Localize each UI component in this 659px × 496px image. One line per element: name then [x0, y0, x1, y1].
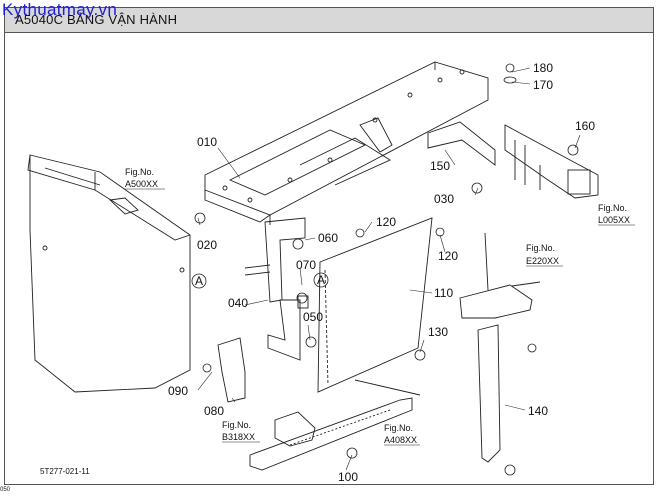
bar-140	[477, 324, 501, 463]
part-label-010: 010	[197, 135, 217, 149]
part-label-040: 040	[228, 296, 248, 310]
marker-a-right-circle	[313, 272, 329, 288]
support-040	[264, 217, 306, 303]
bolt-020	[194, 212, 206, 224]
part-label-140: 140	[528, 404, 548, 418]
bolt-120a	[355, 228, 365, 238]
part-label-060: 060	[318, 231, 338, 245]
figref-b318-code: B318XX	[222, 432, 255, 442]
bolt-090	[202, 363, 212, 373]
valve-b318	[274, 411, 316, 447]
figref-l005-prefix: Fig.No.	[598, 203, 627, 213]
lever-assembly	[459, 284, 533, 319]
figref-a408-code: A408XX	[384, 435, 417, 445]
drawing-code: 5T277-021-11	[40, 467, 90, 476]
part-label-080: 080	[204, 404, 224, 418]
nut-050	[305, 336, 317, 348]
corner-mark: 050	[0, 487, 11, 493]
part-label-120b: 120	[438, 249, 458, 263]
bolt-120b	[435, 227, 445, 237]
part-label-170: 170	[533, 78, 553, 92]
nut-160	[567, 144, 579, 156]
figref-a500-prefix: Fig.No.	[125, 167, 154, 177]
nut-180	[505, 63, 515, 73]
figref-a408-prefix: Fig.No.	[384, 423, 413, 433]
figref-b318-prefix: Fig.No.	[222, 420, 251, 430]
figref-a500-code: A500XX	[125, 179, 158, 189]
part-label-050: 050	[303, 310, 323, 324]
drawing-area	[4, 33, 654, 485]
bolt-030	[471, 182, 483, 194]
figref-l005-code: L005XX	[598, 215, 630, 225]
nut-070	[296, 292, 308, 304]
part-label-100: 100	[338, 470, 358, 484]
bolt-100	[346, 447, 358, 459]
part-label-150: 150	[430, 159, 450, 173]
part-label-070: 070	[296, 258, 316, 272]
part-label-110: 110	[434, 286, 453, 300]
panel-110	[317, 217, 433, 393]
header-bar: A5040C BẢNG VẬN HÀNH	[4, 7, 654, 33]
figref-e220-code: E220XX	[526, 256, 559, 266]
bolt-130	[414, 349, 426, 361]
bottom-frame	[249, 397, 413, 471]
marker-a-right: A	[317, 273, 325, 287]
page-title: A5040C BẢNG VẬN HÀNH	[15, 12, 178, 27]
part-label-030: 030	[434, 192, 454, 206]
part-label-130: 130	[428, 325, 448, 339]
bracket-150	[427, 121, 496, 166]
bracket-080	[217, 337, 246, 403]
bolt-140-bottom	[504, 464, 516, 476]
part-label-180: 180	[533, 61, 553, 75]
part-label-020: 020	[197, 238, 217, 252]
washer-060	[292, 238, 304, 250]
part-label-090: 090	[168, 384, 188, 398]
marker-a-left-circle	[191, 273, 207, 289]
right-bracket	[504, 124, 599, 199]
watermark-text: Kythuatmay.vn	[2, 0, 118, 19]
left-cover-panel	[29, 154, 191, 393]
washer-170	[503, 76, 517, 84]
bolt-140-top	[527, 343, 537, 353]
part-label-120a: 120	[376, 215, 396, 229]
figref-e220-prefix: Fig.No.	[526, 243, 555, 253]
part-label-160: 160	[575, 119, 595, 133]
marker-a-left: A	[195, 274, 203, 288]
